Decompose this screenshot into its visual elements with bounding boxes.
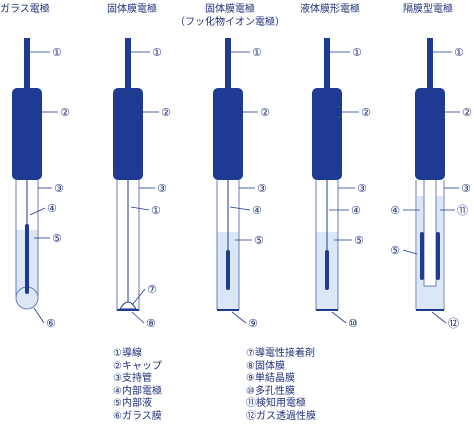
legend-item: ③支持管 (113, 373, 152, 385)
callout-leader (431, 311, 447, 324)
callout-leader (132, 288, 146, 305)
legend-item: ②キャップ (113, 360, 162, 372)
callout-leader (402, 249, 418, 255)
callout-leader (29, 207, 46, 216)
inner-electrode (325, 250, 329, 290)
callout-label: ① (152, 46, 162, 59)
callout-label: ⑤ (52, 232, 62, 245)
callout-label: ① (352, 46, 362, 59)
cap (213, 88, 243, 180)
glass-electrode (12, 38, 42, 310)
lead-wire (225, 38, 231, 90)
inner-electrode (420, 232, 424, 280)
callout-label: ③ (157, 182, 167, 195)
callout-label: ④ (47, 202, 57, 215)
callout-leader (33, 307, 45, 324)
cap (12, 88, 42, 180)
conductive-adhesive (119, 301, 137, 310)
solid-membrane-electrode (113, 38, 143, 311)
legend-item: ⑪検知用電極 (246, 398, 306, 410)
cap (113, 88, 143, 180)
legend-right: ⑦導電性接着剤 ⑧固体膜 ⑨単結晶膜 ⑩多孔性膜 ⑪検知用電極 ⑫ガス透過性膜 (246, 348, 316, 424)
callouts: ① ② ③ ④ ⑤ ⑥ ① ② ③ ① ⑦ ⑧ ① ② ③ ④ ⑤ ⑨ ① ② ③ ④ ⑤ ⑩ ① ② ③ ④ ⑪ ⑤ ⑫ (27, 46, 472, 330)
callout-label: ① (454, 46, 464, 59)
callout-label: ⑤ (254, 234, 264, 247)
lead-wire (24, 38, 30, 90)
electrode-title-liquid-membrane: 液体膜形電極 (300, 4, 360, 15)
callout-label: ③ (357, 182, 367, 195)
legend-item: ④内部電極 (113, 385, 162, 397)
sensing-electrode (436, 232, 440, 280)
callout-leader (131, 311, 145, 324)
callout-label: ① (52, 46, 62, 59)
legend-item: ⑩多孔性膜 (246, 385, 295, 397)
callout-label: ⑦ (147, 283, 157, 296)
callout-leader (130, 206, 150, 211)
support-tube (415, 180, 445, 310)
callout-label: ⑪ (457, 204, 468, 217)
legend-item: ⑧固体膜 (246, 360, 285, 372)
electrode-drawings: ① ② ③ ④ ⑤ ⑥ ① ② ③ ① ⑦ ⑧ ① ② ③ ④ ⑤ ⑨ ① ② ③ ④ ⑤ ⑩ ① ② ③ ④ ⑪ ⑤ ⑫ (12, 38, 472, 330)
callout-label: ④ (390, 204, 400, 217)
electrode-title-fluoride: 固体膜電極 (205, 4, 255, 15)
legend-item: ⑥ガラス膜 (113, 410, 162, 422)
callout-leader (229, 206, 251, 211)
diaphragm-electrode (415, 38, 445, 311)
fluoride-electrode (213, 38, 243, 311)
lead-wire (125, 38, 131, 90)
callout-label: ③ (54, 182, 64, 195)
legend-item: ⑤内部液 (113, 398, 152, 410)
inner-electrode (226, 250, 230, 290)
callout-label: ⑫ (448, 317, 459, 330)
callout-leader (331, 311, 347, 324)
lead-wire (324, 38, 330, 90)
lead-wire (427, 38, 433, 90)
callout-label: ② (161, 106, 171, 119)
inner-tube (423, 180, 437, 287)
electrode-title-glass: ガラス電極 (0, 4, 50, 15)
support-tube (315, 180, 339, 310)
cap (312, 88, 342, 180)
electrode-title-solid: 固体膜電極 (107, 4, 157, 15)
legend-left: ①導線 ②キャップ ③支持管 ④内部電極 ⑤内部液 ⑥ガラス膜 (113, 348, 162, 424)
callout-label: ③ (461, 182, 471, 195)
callout-label: ④ (252, 204, 262, 217)
callout-label: ⑤ (354, 234, 364, 247)
callout-label: ④ (351, 204, 361, 217)
callout-label: ⑨ (248, 317, 258, 330)
cap (415, 88, 445, 180)
callout-label: ⑩ (348, 317, 358, 330)
electrode-title-diaphragm: 隔膜型電極 (403, 4, 453, 15)
legend-item: ⑨単結晶膜 (246, 373, 295, 385)
callout-label: ⑥ (46, 317, 56, 330)
inner-electrode (25, 224, 29, 294)
callout-label: ③ (257, 182, 267, 195)
legend-item: ⑦導電性接着剤 (246, 348, 315, 359)
callout-label: ⑧ (146, 317, 156, 330)
callout-label: ① (151, 204, 161, 217)
callout-label: ② (60, 106, 70, 119)
support-tube (216, 180, 240, 310)
electrode-subtitle-fluoride: （フッ化物イオン電極） (175, 17, 285, 28)
callout-leader (231, 311, 247, 324)
callout-label: ② (260, 106, 270, 119)
liquid-membrane-electrode (312, 38, 342, 311)
callout-label: ⑤ (390, 244, 400, 257)
legend-item: ①導線 (113, 348, 142, 359)
legend-item: ⑫ガス透過性膜 (246, 410, 316, 422)
callout-label: ② (462, 106, 472, 119)
callout-label: ② (361, 106, 371, 119)
callout-label: ① (252, 46, 262, 59)
